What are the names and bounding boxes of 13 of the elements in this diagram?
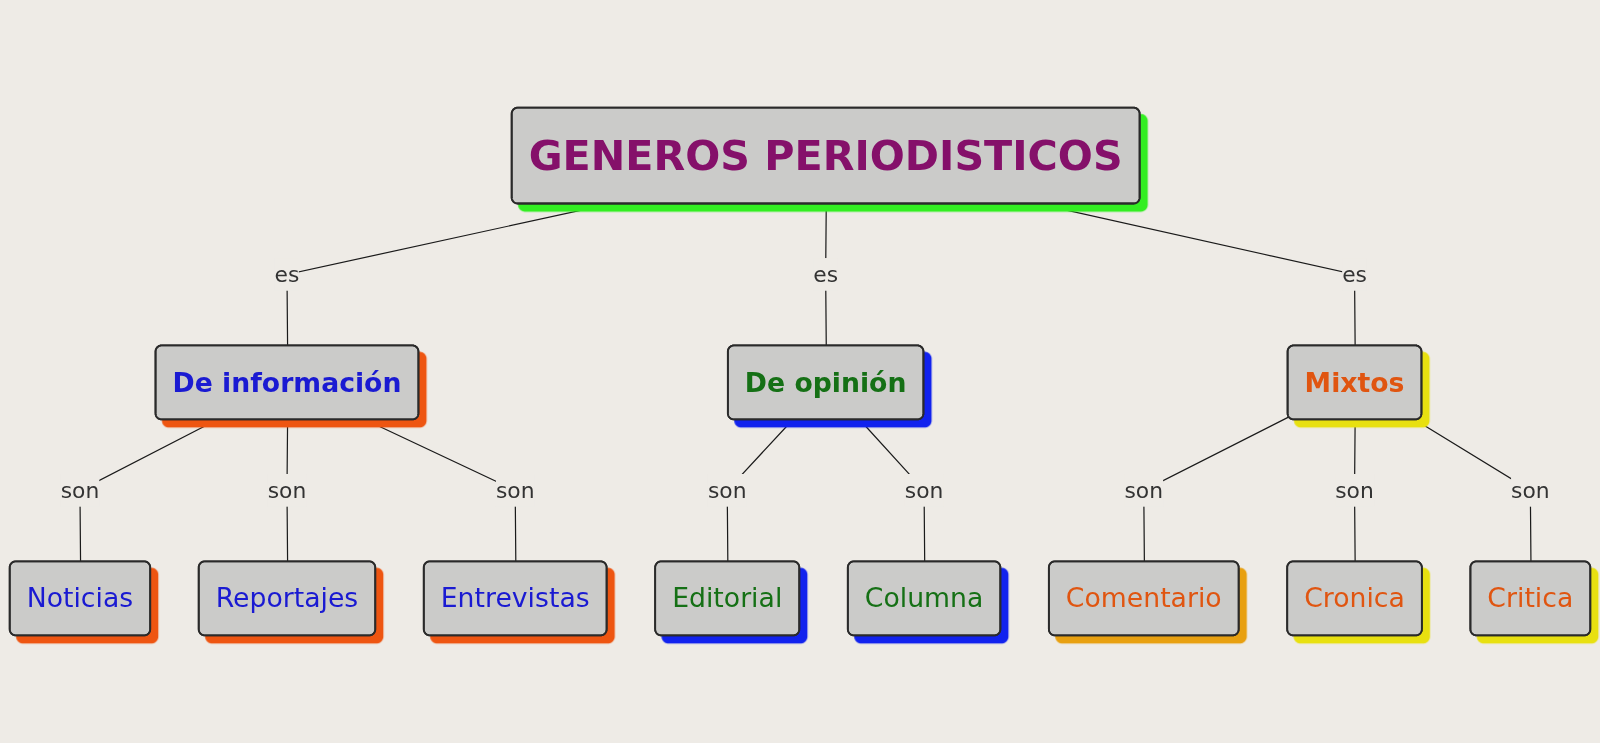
edge-label: son (707, 477, 747, 504)
edge-label: es (274, 261, 300, 288)
edge-label: es (813, 261, 839, 288)
edge-label: son (495, 477, 535, 504)
edge-label: es (1342, 261, 1367, 288)
edge-label: son (1124, 477, 1164, 504)
connector (1038, 203, 1356, 347)
edge-label: son (1335, 477, 1374, 504)
edge-label: son (1511, 477, 1550, 504)
edge-label: son (904, 477, 944, 504)
edge-label: son (267, 477, 307, 504)
connector (286, 203, 610, 347)
edge-label: son (60, 477, 100, 504)
